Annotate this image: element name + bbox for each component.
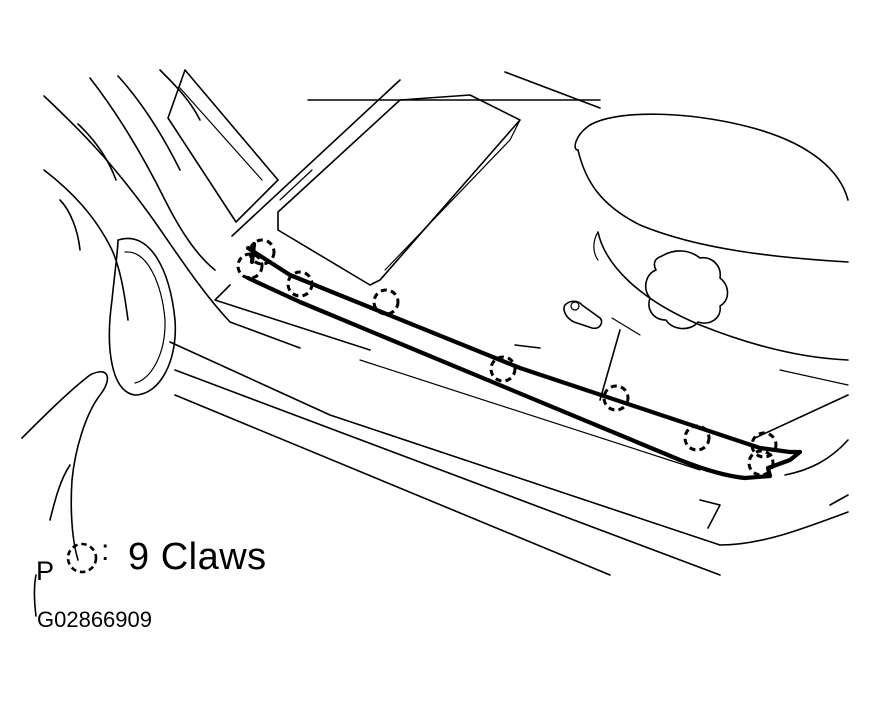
figure-id: G02866909 (37, 607, 152, 632)
claw-marker-1 (248, 238, 276, 266)
claw-markers (236, 238, 778, 477)
claw-marker-5 (489, 355, 517, 383)
legend-label: 9 Claws (128, 536, 267, 578)
claw-marker-4 (372, 288, 400, 316)
rocker-sill-lines (169, 284, 849, 576)
claw-marker-9 (747, 449, 775, 477)
legend-letter: P (36, 556, 55, 586)
scuff-plate (245, 241, 803, 481)
claw-marker-6 (602, 384, 630, 412)
dashed-circle-icon (66, 542, 98, 574)
claw-marker-8 (750, 431, 778, 459)
legend-colon: : (101, 534, 110, 567)
door-opening-outline (21, 69, 301, 617)
claw-marker-7 (683, 424, 711, 452)
floor-panels (231, 71, 849, 506)
claw-marker-2 (236, 252, 264, 280)
claw-marker-3 (286, 270, 314, 298)
